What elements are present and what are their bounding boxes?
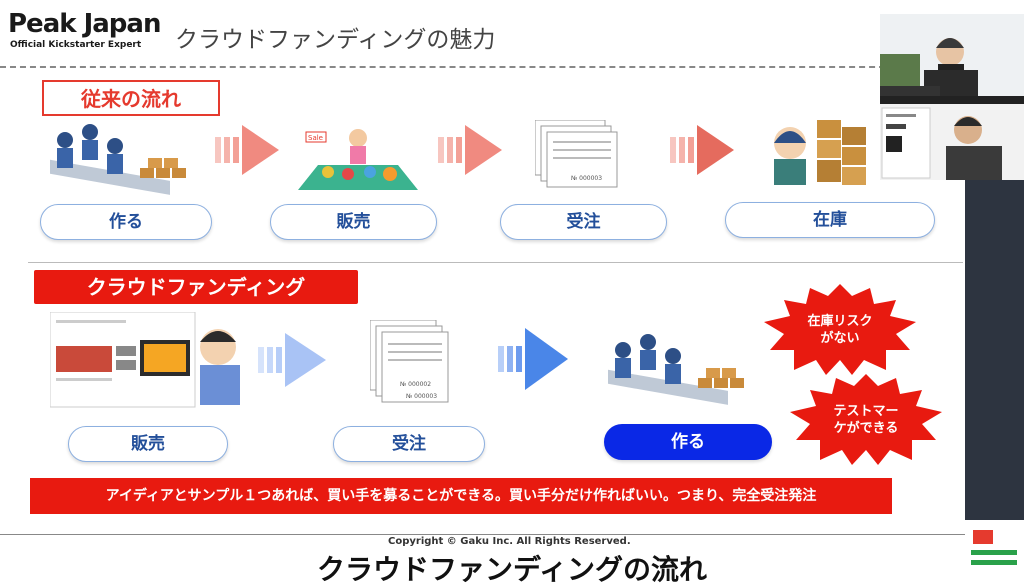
doc-number: № 000002 bbox=[400, 381, 431, 388]
step-inventory: 在庫 bbox=[725, 202, 935, 238]
webcam-feed-bottom bbox=[880, 96, 1024, 180]
factory-workers-illustration bbox=[608, 334, 744, 405]
footer-divider bbox=[0, 534, 965, 535]
copyright-text: Copyright © Gaku Inc. All Rights Reserve… bbox=[388, 536, 631, 547]
step-make-highlighted: 作る bbox=[604, 424, 772, 460]
burst-no-inventory-risk bbox=[764, 284, 916, 375]
order-documents-illustration: № 000002 № 000003 bbox=[370, 320, 449, 403]
webcam-feed-top bbox=[880, 14, 1024, 96]
burst-text-line: がない bbox=[820, 331, 860, 346]
brand-tagline: Official Kickstarter Expert bbox=[10, 40, 142, 50]
arrow-right-icon bbox=[215, 125, 279, 175]
sale-stall-illustration: Sale bbox=[298, 129, 418, 190]
step-order: 受注 bbox=[333, 426, 485, 462]
factory-workers-illustration bbox=[50, 124, 186, 195]
burst-test-marketing bbox=[790, 374, 942, 465]
step-make: 作る bbox=[40, 204, 212, 240]
burst-text-line: テストマー bbox=[833, 404, 899, 419]
side-banner bbox=[965, 180, 1024, 580]
step-order: 受注 bbox=[500, 204, 667, 240]
arrow-right-icon bbox=[258, 333, 326, 387]
arrow-right-icon bbox=[670, 125, 734, 175]
order-documents-illustration: № 000003 bbox=[535, 120, 618, 188]
online-shop-illustration bbox=[50, 312, 240, 408]
summary-banner: アイディアとサンプル１つあれば、買い手を募ることができる。買い手分だけ作ればいい… bbox=[30, 478, 892, 514]
step-sell: 販売 bbox=[68, 426, 228, 462]
burst-text-line: 在庫リスク bbox=[807, 314, 873, 329]
slide-title: クラウドファンディングの魅力 bbox=[175, 27, 496, 53]
step-sell: 販売 bbox=[270, 204, 437, 240]
header-divider bbox=[0, 66, 965, 68]
arrow-right-icon bbox=[438, 125, 502, 175]
svg-text:Sale: Sale bbox=[308, 134, 323, 142]
arrow-right-icon bbox=[498, 328, 568, 390]
section-title-traditional: 従来の流れ bbox=[42, 80, 220, 116]
burst-text-line: ケができる bbox=[833, 421, 899, 436]
section-title-crowdfunding: クラウドファンディング bbox=[34, 270, 358, 304]
section-divider bbox=[28, 262, 963, 263]
inventory-worry-illustration bbox=[774, 120, 866, 185]
video-caption: クラウドファンディングの流れ bbox=[316, 553, 708, 586]
doc-number: № 000003 bbox=[571, 175, 602, 182]
brand-logo: Peak Japan bbox=[8, 9, 161, 39]
doc-number: № 000003 bbox=[406, 393, 437, 400]
